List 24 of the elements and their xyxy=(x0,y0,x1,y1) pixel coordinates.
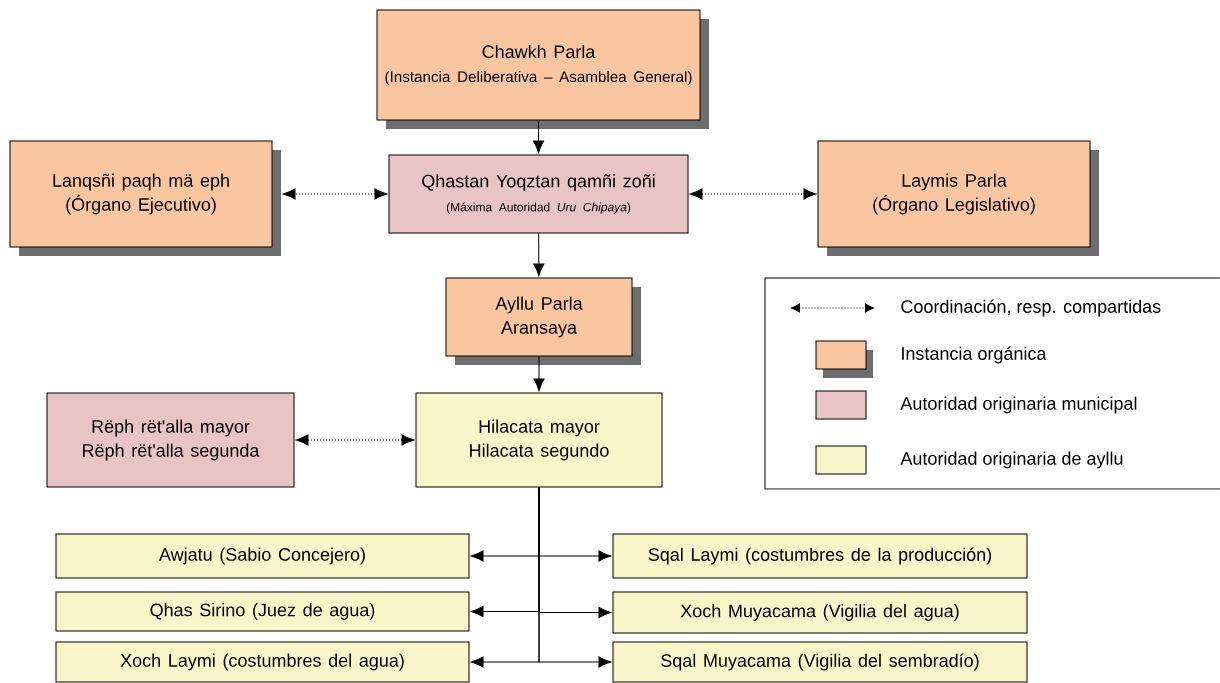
org-box: Qhastan Yoqztan qamñi zoñi (Máxima Autoridad Uru Chipaya) xyxy=(388,154,689,234)
arrow xyxy=(533,356,545,392)
arrow xyxy=(282,188,388,200)
arrow xyxy=(538,487,612,668)
org-box: Sqal Muyacama (Vigilia del sembradío) xyxy=(612,641,1028,683)
legend-label: Autoridad originaria de ayllu xyxy=(900,451,1123,469)
legend-label: Coordinación, resp. compartidas xyxy=(901,299,1161,317)
org-box: Rëph rët'alla mayor Rëph rët'alla segunda xyxy=(46,392,295,488)
legend-label: Instancia orgánica xyxy=(902,346,1047,364)
org-box: Chawkh Parla (Instancia Deliberativa – Asamblea General) xyxy=(376,9,709,129)
org-box: Hilacata mayor Hilacata segundo xyxy=(415,392,663,488)
org-box: Qhas Sirino (Juez de agua) xyxy=(55,591,470,632)
arrow xyxy=(295,434,415,446)
org-box: Ayllu Parla Aransaya xyxy=(445,277,641,365)
arrow xyxy=(689,188,817,200)
legend-label: Autoridad originaria municipal xyxy=(900,396,1137,414)
arrow xyxy=(533,233,545,277)
org-box: Laymis Parla (Órgano Legislativo) xyxy=(817,140,1099,256)
org-box: Xoch Laymi (costumbres del agua) xyxy=(55,641,470,683)
arrow xyxy=(532,120,545,154)
org-box: Lanqsñi paqh mä eph (Órgano Ejecutivo) xyxy=(9,140,281,256)
org-box: Sqal Laymi (costumbres de la producción) xyxy=(612,533,1028,579)
org-box: Awjatu (Sabio Concejero) xyxy=(55,533,470,579)
org-box: Xoch Muyacama (Vigilia del agua) xyxy=(612,591,1028,634)
